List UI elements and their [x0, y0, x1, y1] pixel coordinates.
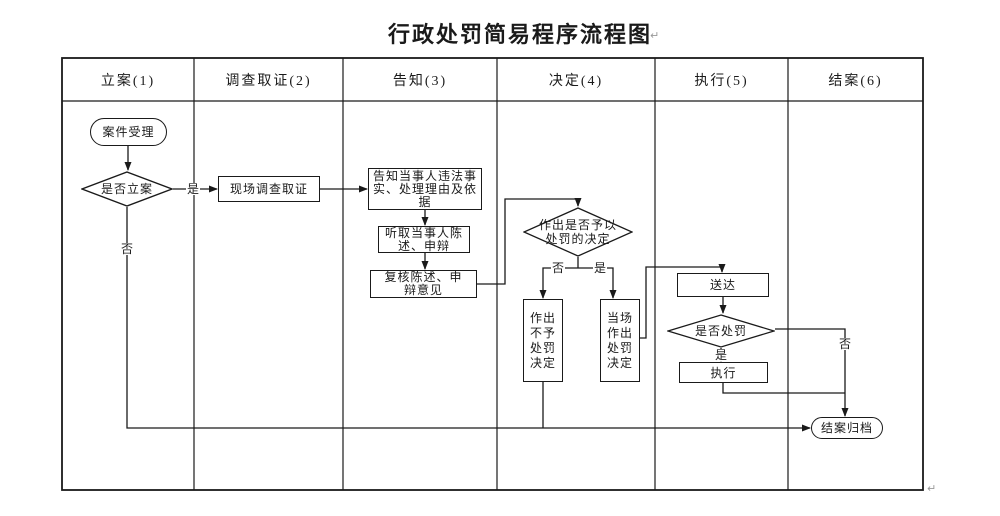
swimlane-grid [61, 57, 924, 491]
node-close-archive: 结案归档 [811, 417, 883, 439]
connector-penalty-no-branch [539, 267, 578, 299]
node-deliver: 送达 [677, 273, 769, 297]
edge-label-punish-no: 否 [550, 261, 566, 275]
diamond-shape [523, 207, 633, 257]
lane-header-decision: 决定(4) [548, 74, 604, 89]
node-review-statement: 复核陈述、申 辩意见 [370, 270, 477, 298]
node-no-penalty-decision: 作出 不予 处罚 决定 [523, 299, 563, 382]
node-execute: 执行 [679, 362, 768, 383]
lane-header-filing: 立案(1) [100, 74, 156, 89]
title-paragraph-mark: ↵ [650, 29, 660, 42]
node-inform-facts: 告知当事人违法事 实、处理理由及依 据 [368, 168, 482, 210]
page-title: 行政处罚简易程序流程图 [387, 22, 652, 47]
connector-filecheck-no-to-archive [126, 207, 811, 432]
connector-review-to-penaltydecision [477, 198, 582, 285]
node-onsite-penalty-decision: 当场 作出 处罚 决定 [600, 299, 640, 382]
lane-header-investigation: 调查取证(2) [225, 74, 312, 89]
connector-onsitepenalty-to-deliver [639, 264, 726, 339]
edge-label-exec-yes: 是 [713, 348, 729, 362]
connector-execute-to-archive-merge [722, 382, 845, 394]
lane-header-closing: 结案(6) [828, 74, 883, 89]
diamond-shape [81, 171, 173, 207]
edge-label-punish-yes: 是 [592, 261, 608, 275]
connector-penalized-no-to-archive [775, 328, 849, 417]
edge-label-file-yes: 是 [185, 182, 201, 196]
lane-header-execution: 执行(5) [694, 74, 749, 89]
lane-header-inform: 告知(3) [392, 74, 448, 89]
edge-label-file-no: 否 [119, 242, 135, 256]
node-penalty-decision: 作出是否予以 处罚的决定 [523, 207, 633, 257]
node-case-acceptance: 案件受理 [90, 118, 167, 146]
edge-label-exec-no: 否 [837, 337, 853, 351]
connector-penalty-yes-branch [578, 267, 617, 299]
node-onsite-investigation: 现场调查取证 [218, 176, 320, 202]
corner-paragraph-mark: ↵ [927, 482, 937, 495]
node-file-decision: 是否立案 [81, 171, 173, 207]
diamond-shape [667, 314, 775, 348]
node-penalized-check: 是否处罚 [667, 314, 775, 348]
node-hear-statement: 听取当事人陈 述、申辩 [378, 226, 470, 253]
